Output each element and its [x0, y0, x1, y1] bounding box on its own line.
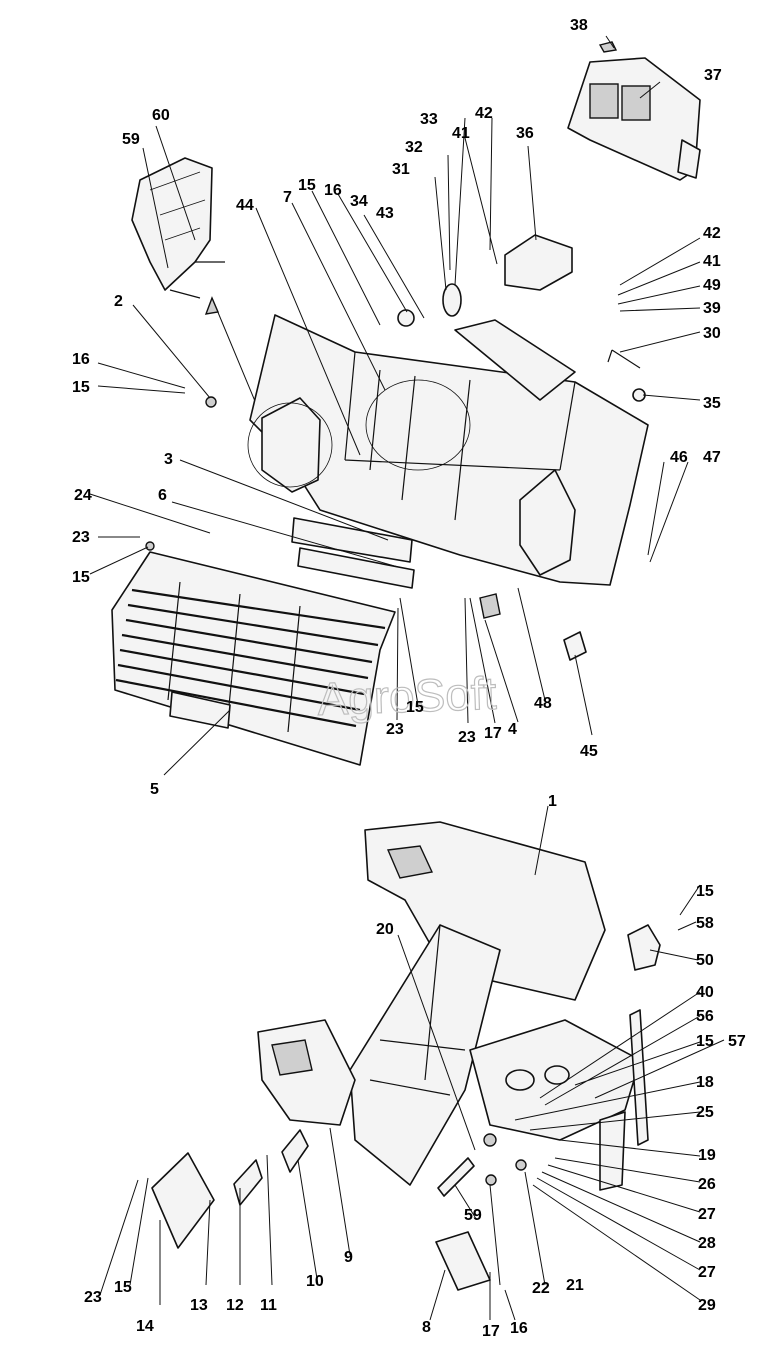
side-plate-bracket — [131, 157, 213, 291]
callout-60: 60 — [152, 107, 170, 124]
callout-16-c: 16 — [510, 1320, 528, 1337]
callout-10: 10 — [306, 1273, 324, 1290]
callout-39: 39 — [703, 300, 721, 317]
callout-58: 59 — [464, 1207, 482, 1224]
callout-31: 31 — [392, 161, 410, 178]
callout-27-b: 27 — [698, 1264, 716, 1281]
callout-15-e: 15 — [696, 883, 714, 900]
callout-23-c: 23 — [458, 729, 476, 746]
callout-7: 7 — [283, 189, 292, 206]
callout-18: 18 — [696, 1074, 714, 1091]
callout-42-b: 42 — [703, 225, 721, 242]
callout-56: 57 — [728, 1033, 746, 1050]
callout-27-a: 27 — [698, 1206, 716, 1223]
callout-34: 34 — [350, 193, 368, 210]
callout-15-c: 15 — [72, 569, 90, 586]
callout-23-a: 23 — [72, 529, 90, 546]
callout-48: 48 — [534, 695, 552, 712]
callout-35: 35 — [703, 395, 721, 412]
callout-47: 47 — [703, 449, 721, 466]
callout-24: 24 — [74, 487, 92, 504]
callout-labels: 38 37 60 59 33 42 32 41 36 31 15 16 7 34… — [72, 17, 746, 1340]
callout-45: 45 — [580, 743, 598, 760]
upper-frame-assembly — [111, 41, 701, 766]
callout-14: 14 — [136, 1318, 154, 1335]
callout-55: 56 — [696, 1008, 714, 1025]
callout-6: 6 — [158, 487, 167, 504]
callout-37: 37 — [704, 67, 722, 84]
callout-49: 49 — [703, 277, 721, 294]
callout-15-b: 15 — [72, 379, 90, 396]
callout-13: 13 — [190, 1297, 208, 1314]
callout-21: 21 — [566, 1277, 584, 1294]
callout-5: 5 — [150, 781, 159, 798]
callout-36: 36 — [516, 125, 534, 142]
callout-33: 33 — [420, 111, 438, 128]
callout-50: 50 — [696, 952, 714, 969]
callout-23-d: 23 — [84, 1289, 102, 1306]
callout-41-b: 41 — [703, 253, 721, 270]
watermark-text: AgroSoft — [317, 667, 498, 725]
callout-25: 25 — [696, 1104, 714, 1121]
callout-26: 26 — [698, 1176, 716, 1193]
callout-22: 22 — [532, 1280, 550, 1297]
callout-57: 58 — [696, 915, 714, 932]
callout-12: 12 — [226, 1297, 244, 1314]
callout-4: 4 — [508, 721, 517, 738]
callout-29: 29 — [698, 1297, 716, 1314]
callout-17-a: 17 — [484, 725, 502, 742]
callout-15-a: 15 — [298, 177, 316, 194]
callout-23-b: 23 — [386, 721, 404, 738]
callout-15-g: 15 — [114, 1279, 132, 1296]
callout-28: 28 — [698, 1235, 716, 1252]
callout-30: 30 — [703, 325, 721, 342]
leader-lines — [89, 35, 725, 1321]
callout-38: 38 — [570, 17, 588, 34]
callout-16-b: 16 — [72, 351, 90, 368]
callout-20: 20 — [376, 921, 394, 938]
callout-32: 32 — [405, 139, 423, 156]
callout-44: 44 — [236, 197, 254, 214]
lower-frame-assembly — [151, 821, 661, 1291]
callout-42-a: 42 — [475, 105, 493, 122]
callout-2: 2 — [114, 293, 123, 310]
callout-15-d: 15 — [406, 699, 424, 716]
callout-41-a: 41 — [452, 125, 470, 142]
callout-11: 11 — [260, 1297, 277, 1314]
callout-17-b: 17 — [482, 1323, 500, 1340]
callout-8: 8 — [422, 1319, 431, 1336]
callout-59: 59 — [122, 131, 140, 148]
callout-43: 43 — [376, 205, 394, 222]
callout-40: 40 — [696, 984, 714, 1001]
callout-15-f: 15 — [696, 1033, 714, 1050]
callout-3: 3 — [164, 451, 173, 468]
callout-19: 19 — [698, 1147, 716, 1164]
callout-46: 46 — [670, 449, 688, 466]
callout-9: 9 — [344, 1249, 353, 1266]
callout-1: 1 — [548, 793, 557, 810]
callout-16-a: 16 — [324, 182, 342, 199]
